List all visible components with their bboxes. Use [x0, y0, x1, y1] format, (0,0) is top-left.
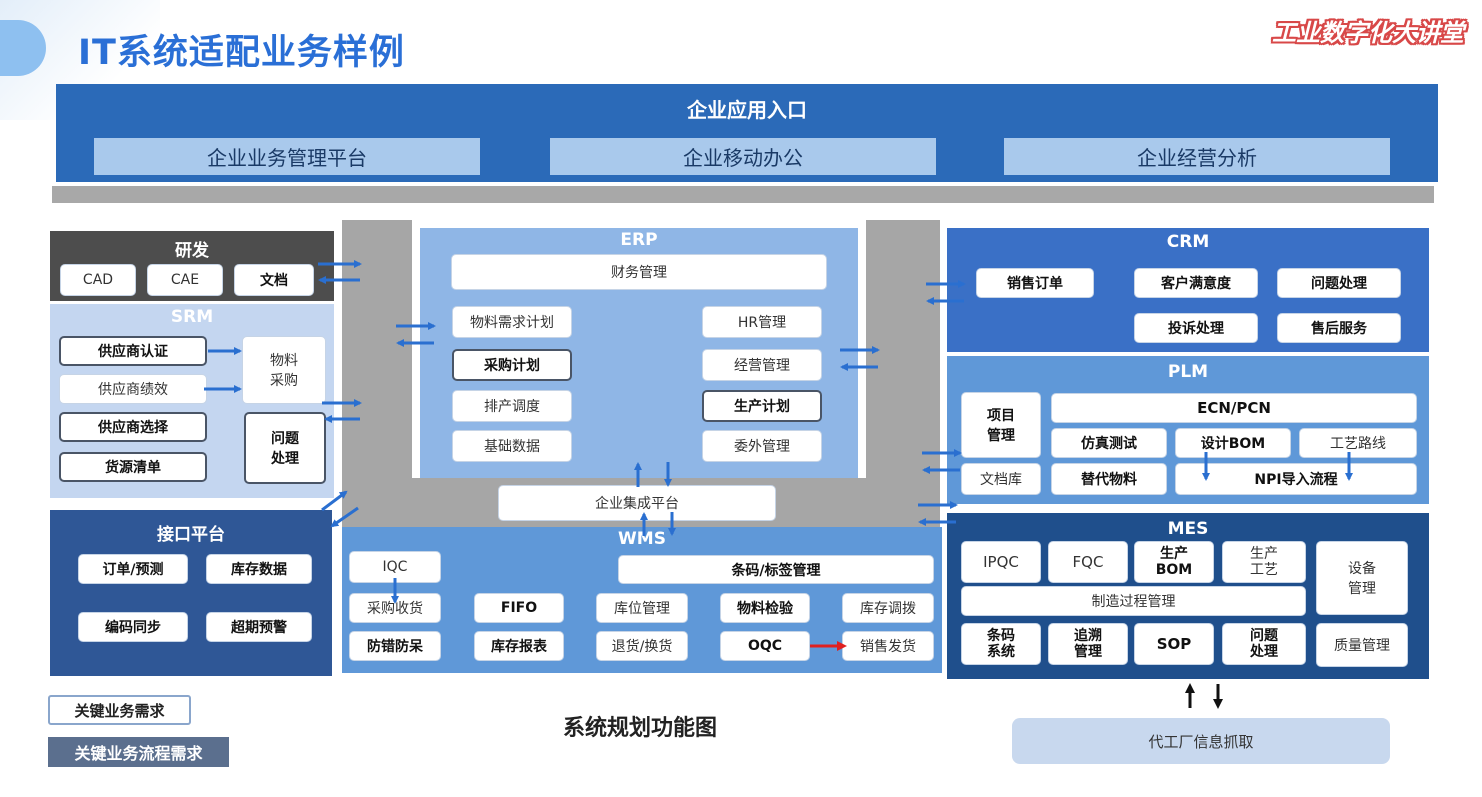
crm-after-sales: 售后服务 [1277, 313, 1401, 343]
crm-issue-handling: 问题处理 [1277, 268, 1401, 298]
plm-simulation-test: 仿真测试 [1051, 428, 1167, 458]
crm-complaint-handling: 投诉处理 [1134, 313, 1258, 343]
srm-title: SRM [170, 307, 214, 327]
wms-return-exchange: 退货/换货 [596, 631, 688, 661]
wms-barcode-label: 条码/标签管理 [618, 555, 934, 584]
plm-title: PLM [1167, 362, 1209, 382]
mes-ipqc: IPQC [961, 541, 1041, 583]
srm-source-list: 货源清单 [59, 452, 207, 482]
interface-inventory-data: 库存数据 [206, 554, 312, 584]
crm-customer-satisfaction: 客户满意度 [1134, 268, 1258, 298]
plm-npi-flow: NPI导入流程 [1175, 463, 1417, 495]
divider-band [52, 186, 1434, 203]
wms-iqc: IQC [349, 551, 441, 583]
plm-document-library: 文档库 [961, 463, 1041, 495]
interface-platform-panel: 接口平台 订单/预测 库存数据 编码同步 超期预警 [50, 510, 332, 676]
mes-quality-management: 质量管理 [1316, 623, 1408, 667]
interface-overdue-alert: 超期预警 [206, 612, 312, 642]
platform-operation-analysis: 企业经营分析 [1004, 138, 1390, 175]
wms-panel: WMS IQC 条码/标签管理 采购收货 FIFO 库位管理 物料检验 库存调拨… [342, 527, 942, 673]
erp-basic-data: 基础数据 [452, 430, 572, 462]
srm-supplier-performance: 供应商绩效 [59, 374, 207, 404]
erp-production-plan: 生产计划 [702, 390, 822, 422]
erp-hr: HR管理 [702, 306, 822, 338]
mes-sop: SOP [1134, 623, 1214, 665]
rd-panel: 研发 CAD CAE 文档 [50, 231, 334, 301]
mes-manufacturing-process: 制造过程管理 [961, 586, 1306, 616]
wms-fifo: FIFO [474, 593, 564, 623]
erp-mrp: 物料需求计划 [452, 306, 572, 338]
oem-factory-info-capture: 代工厂信息抓取 [1012, 718, 1390, 764]
plm-design-bom: 设计BOM [1175, 428, 1291, 458]
platform-mobile-office: 企业移动办公 [550, 138, 936, 175]
erp-finance: 财务管理 [451, 254, 827, 290]
wms-transfer: 库存调拨 [842, 593, 934, 623]
mes-panel: MES IPQC FQC 生产 BOM 生产 工艺 设备 管理 制造过程管理 条… [947, 513, 1429, 679]
plm-panel: PLM 项目 管理 ECN/PCN 仿真测试 设计BOM 工艺路线 文档库 替代… [947, 356, 1429, 504]
wms-inventory-report: 库存报表 [474, 631, 564, 661]
wms-error-proofing: 防错防呆 [349, 631, 441, 661]
wms-location: 库位管理 [596, 593, 688, 623]
entry-title: 企业应用入口 [687, 98, 807, 122]
interface-order-forecast: 订单/预测 [78, 554, 188, 584]
legend-key-requirement: 关键业务需求 [48, 695, 191, 725]
page-title: IT系统适配业务样例 [78, 33, 405, 73]
plm-project-management: 项目 管理 [961, 392, 1041, 458]
erp-outsourcing: 委外管理 [702, 430, 822, 462]
legend-key-process-requirement: 关键业务流程需求 [48, 737, 229, 767]
srm-issue-handling: 问题 处理 [244, 412, 326, 484]
rd-document: 文档 [234, 264, 314, 296]
mes-barcode-system: 条码 系统 [961, 623, 1041, 665]
mes-issue-handling: 问题 处理 [1222, 623, 1306, 665]
srm-panel: SRM 供应商认证 供应商绩效 供应商选择 货源清单 物料 采购 问题 处理 [50, 304, 334, 498]
brand-logo: 工业数字化大讲堂 [1272, 18, 1464, 47]
wms-oqc: OQC [720, 631, 810, 661]
enterprise-integration-platform: 企业集成平台 [498, 485, 776, 521]
srm-supplier-certification: 供应商认证 [59, 336, 207, 366]
crm-panel: CRM 销售订单 客户满意度 问题处理 投诉处理 售后服务 [947, 228, 1429, 352]
wms-title: WMS [618, 529, 666, 549]
wms-sales-shipping: 销售发货 [842, 631, 934, 661]
rd-cae: CAE [147, 264, 223, 296]
mes-title: MES [1167, 519, 1209, 539]
erp-panel: ERP 财务管理 物料需求计划 采购计划 排产调度 基础数据 HR管理 经营管理… [420, 228, 858, 478]
mes-production-process: 生产 工艺 [1222, 541, 1306, 583]
mes-fqc: FQC [1048, 541, 1128, 583]
enterprise-entry-bar: 企业应用入口 企业业务管理平台 企业移动办公 企业经营分析 [56, 84, 1438, 182]
plm-substitute-material: 替代物料 [1051, 463, 1167, 495]
mes-production-bom: 生产 BOM [1134, 541, 1214, 583]
mes-equipment-management: 设备 管理 [1316, 541, 1408, 615]
erp-purchase-plan: 采购计划 [452, 349, 572, 381]
srm-supplier-selection: 供应商选择 [59, 412, 207, 442]
rd-title: 研发 [175, 241, 209, 261]
interface-code-sync: 编码同步 [78, 612, 188, 642]
erp-operation: 经营管理 [702, 349, 822, 381]
wms-material-inspection: 物料检验 [720, 593, 810, 623]
plm-process-route: 工艺路线 [1299, 428, 1417, 458]
srm-material-procurement: 物料 采购 [242, 336, 326, 404]
plm-ecn-pcn: ECN/PCN [1051, 393, 1417, 423]
rd-cad: CAD [60, 264, 136, 296]
title-decoration [0, 20, 46, 76]
crm-title: CRM [1166, 232, 1210, 252]
crm-sales-order: 销售订单 [976, 268, 1094, 298]
platform-business-management: 企业业务管理平台 [94, 138, 480, 175]
erp-scheduling: 排产调度 [452, 390, 572, 422]
wms-purchase-receipt: 采购收货 [349, 593, 441, 623]
interface-title: 接口平台 [157, 525, 225, 545]
mes-traceability: 追溯 管理 [1048, 623, 1128, 665]
erp-title: ERP [620, 230, 658, 250]
diagram-caption: 系统规划功能图 [563, 716, 718, 741]
